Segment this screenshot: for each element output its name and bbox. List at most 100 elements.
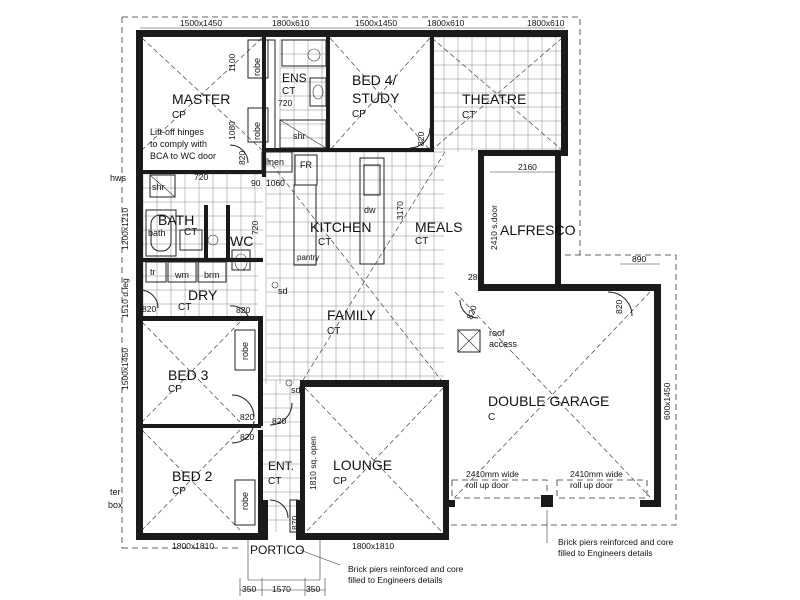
eave-outline (121, 16, 677, 549)
room-theatre-code: CT (462, 110, 475, 121)
door-label-9: 820 (272, 416, 286, 426)
dim-ens-720: 720 (278, 98, 292, 108)
label-robe-bed3: robe (240, 342, 250, 360)
dim-portico-1570: 1570 (272, 584, 291, 594)
window-lounge-bottom: 1800x1810 (352, 541, 394, 551)
label-linen: linen (265, 157, 284, 167)
room-portico: PORTICO (250, 543, 304, 557)
room-alfresco: ALFRESCO (500, 222, 576, 238)
window-top-1: 1500x1450 (180, 18, 222, 28)
dim-1060: 1060 (266, 178, 285, 188)
note-master-2: to comply with (150, 139, 207, 149)
dim-sq-open: 1810 sq. open (308, 436, 318, 490)
label-robe-master-2: robe (252, 122, 262, 140)
fixtures (145, 39, 481, 533)
label-roof-1: roof (489, 328, 505, 338)
dim-280: 280 (468, 272, 482, 282)
label-robe-bed2: robe (240, 492, 250, 510)
roller-doors (451, 479, 648, 507)
door-label-4: 820 (614, 300, 624, 314)
room-ent: ENT. (268, 459, 294, 473)
label-wm: wm (174, 270, 189, 280)
walls (136, 30, 661, 540)
room-master-code: CP (172, 110, 186, 121)
door-label-8: 820 (240, 432, 254, 442)
dim-master-v: 1080 (227, 121, 237, 140)
window-left-dry: 1510 d.leg (120, 278, 130, 318)
label-sd-2: sd (291, 385, 301, 395)
dim-bath-720: 720 (194, 172, 208, 182)
room-family-code: CT (327, 326, 340, 337)
room-theatre: THEATRE (462, 91, 526, 107)
window-top-4: 1800x610 (427, 18, 465, 28)
door-label-7: 820 (240, 412, 254, 422)
notes: Lift-off hinges to comply with BCA to WC… (150, 127, 674, 585)
note-roller-2b: roll up door (570, 480, 613, 490)
door-label-2: 820 (416, 132, 426, 146)
label-shr-ens: shr (293, 131, 306, 141)
door-labels: 820 820 820 820 820 820 820 820 820 (142, 132, 624, 442)
note-master-1: Lift-off hinges (150, 127, 204, 137)
door-label-6: 820 (236, 305, 250, 315)
window-alfresco-right: 2410 s.door (489, 205, 499, 250)
room-bath: BATH (158, 212, 194, 228)
room-family: FAMILY (327, 307, 376, 323)
room-bed4: BED 4/ (352, 72, 396, 88)
label-dw: dw (364, 205, 376, 215)
dim-wc-720: 720 (250, 221, 260, 235)
window-top-3: 1500x1450 (355, 18, 397, 28)
label-brm: brm (204, 270, 220, 280)
room-wc: WC (230, 233, 253, 249)
label-tr: tr (150, 267, 156, 277)
door-label-1: 820 (237, 151, 247, 165)
room-labels: MASTER CP ENS CT BED 4/ STUDY CP THEATRE… (158, 71, 609, 557)
fixture-labels: robe robe linen FR shr shr bath tr wm br… (108, 58, 518, 510)
note-roller-2a: 2410mm wide (570, 469, 623, 479)
label-meter-2: box (108, 500, 123, 510)
note-roller-1b: roll up door (466, 480, 509, 490)
note-piers-bottom-2: filled to Engineers details (348, 575, 443, 585)
ceiling-diagonals (141, 37, 651, 534)
label-hws: hws (110, 173, 127, 183)
room-lounge: LOUNGE (333, 457, 392, 473)
note-piers-bottom-1: Brick piers reinforced and core (348, 564, 464, 574)
room-double-garage-code: C (488, 412, 495, 423)
room-lounge-code: CP (333, 476, 347, 487)
window-bed2-bottom: 1800x1810 (172, 541, 214, 551)
window-left-bed3: 1500x1450 (120, 348, 130, 390)
room-ens: ENS (282, 71, 307, 85)
dim-ens-v: 1100 (227, 53, 237, 72)
room-bed2: BED 2 (172, 468, 213, 484)
room-double-garage: DOUBLE GARAGE (488, 393, 609, 409)
dim-garage-890: 890 (632, 254, 646, 264)
room-meals-code: CT (415, 236, 428, 247)
room-kitchen-code: CT (318, 237, 331, 248)
window-left-bath: 1200x1210 (120, 208, 130, 250)
room-bath-code: CT (184, 227, 197, 238)
dim-kitchen-3170: 3170 (395, 201, 405, 220)
door-swings (139, 127, 633, 519)
label-meter-1: ter (110, 487, 121, 497)
room-dry: DRY (188, 287, 218, 303)
note-master-3: BCA to WC door (150, 151, 216, 161)
dim-portico-870: 870 (290, 516, 300, 530)
dim-90: 90 (251, 178, 261, 188)
room-bed4-code: CP (352, 109, 366, 120)
dim-alfresco-2160: 2160 (518, 162, 537, 172)
room-master: MASTER (172, 91, 230, 107)
note-piers-garage-1: Brick piers reinforced and core (558, 537, 674, 547)
label-shr-bath: shr (152, 182, 165, 192)
dim-portico-350-right: 350 (306, 584, 320, 594)
label-robe-master-1: robe (252, 58, 262, 76)
room-ens-code: CT (282, 86, 295, 97)
room-kitchen: KITCHEN (310, 219, 371, 235)
room-meals: MEALS (415, 219, 462, 235)
room-ent-code: CT (268, 476, 281, 487)
door-label-3: 820 (464, 304, 478, 321)
dim-portico-350-left: 350 (242, 584, 256, 594)
room-dry-code: CT (178, 302, 191, 313)
dimension-lines (140, 27, 660, 596)
room-bed4-line2: STUDY (352, 90, 400, 106)
label-sd-1: sd (278, 286, 288, 296)
